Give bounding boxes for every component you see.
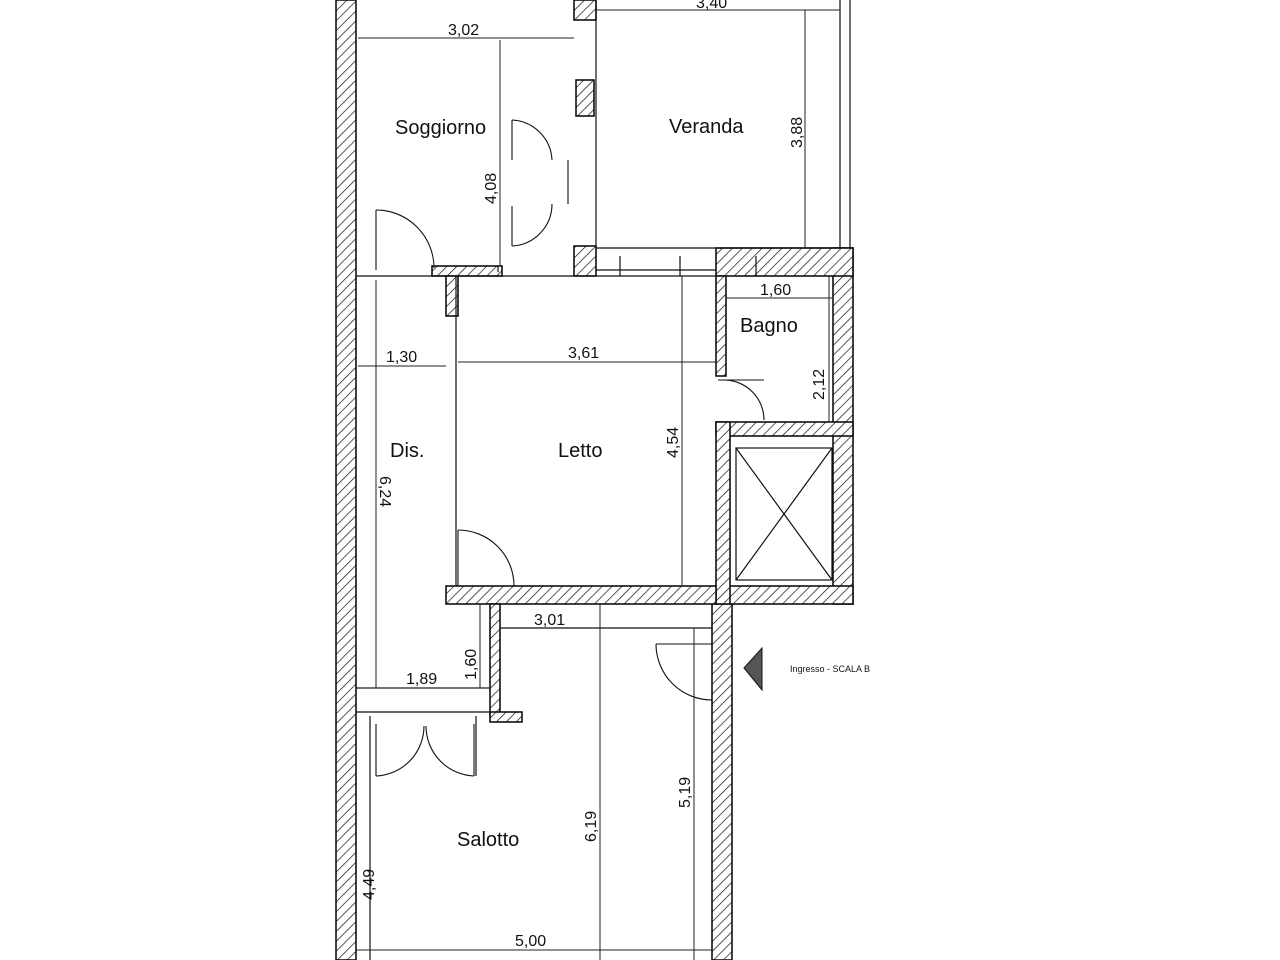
dim-corridor-width: 1,89 [406, 671, 437, 688]
room-label-veranda: Veranda [669, 116, 744, 138]
veranda-left-wall-2 [575, 79, 595, 117]
soggiorno-double-door [511, 119, 569, 247]
letto-door [457, 529, 515, 587]
dim-letto-depth: 4,54 [665, 427, 682, 458]
salotto-double-door [375, 724, 475, 777]
soggiorno-bottom-wall-a [431, 265, 503, 277]
bath-top-wall [715, 247, 854, 277]
partitions [356, 0, 851, 960]
corridor-stub-wall [489, 711, 523, 723]
dim-bagno-width: 1,60 [760, 282, 791, 299]
dim-salotto-depth-b: 5,19 [677, 777, 694, 808]
room-label-salotto: Salotto [457, 829, 519, 851]
dim-dis-depth: 6,24 [376, 476, 393, 507]
dimension-lines [356, 9, 840, 960]
dim-veranda-depth: 3,88 [789, 117, 806, 148]
dim-soggiorno-width: 3,02 [448, 22, 479, 39]
entrance-door [655, 643, 713, 701]
left-outer-wall [335, 0, 357, 960]
dim-salotto-upper-width: 3,01 [534, 612, 565, 629]
bath-bottom-wall [715, 421, 854, 437]
dim-dis-width: 1,30 [386, 349, 417, 366]
shaft-left-wall [715, 421, 731, 605]
veranda-left-wall [573, 0, 597, 21]
dim-salotto-depth-a: 6,19 [583, 811, 600, 842]
soggiorno-bottom-wall-b [573, 245, 597, 277]
shaft-bottom-wall [715, 585, 854, 605]
bath-left-wall [715, 275, 727, 377]
dim-veranda-width: 3,40 [696, 0, 727, 12]
entrance-label: Ingresso - SCALA B [790, 664, 870, 674]
walls [335, 0, 854, 960]
doors [375, 119, 765, 777]
dim-letto-width: 3,61 [568, 345, 599, 362]
dis-door [375, 209, 435, 270]
letto-left-wall-top [445, 275, 459, 317]
letto-bottom-wall [445, 585, 717, 605]
shaft-box [735, 447, 833, 581]
dim-soggiorno-depth: 4,08 [483, 173, 500, 204]
right-lower-wall [711, 599, 733, 960]
bagno-door [718, 379, 765, 421]
dim-salotto-depth-c: 4,49 [361, 869, 378, 900]
room-label-soggiorno: Soggiorno [395, 117, 486, 139]
corridor-right-wall [489, 603, 501, 717]
room-label-bagno: Bagno [740, 315, 798, 337]
dim-corridor-depth: 1,60 [463, 649, 480, 680]
room-label-disimpegno: Dis. [390, 440, 424, 462]
room-label-letto: Letto [558, 440, 602, 462]
dim-bagno-depth: 2,12 [811, 369, 828, 400]
dim-salotto-width: 5,00 [515, 933, 546, 950]
entrance-arrow-icon [743, 646, 763, 692]
